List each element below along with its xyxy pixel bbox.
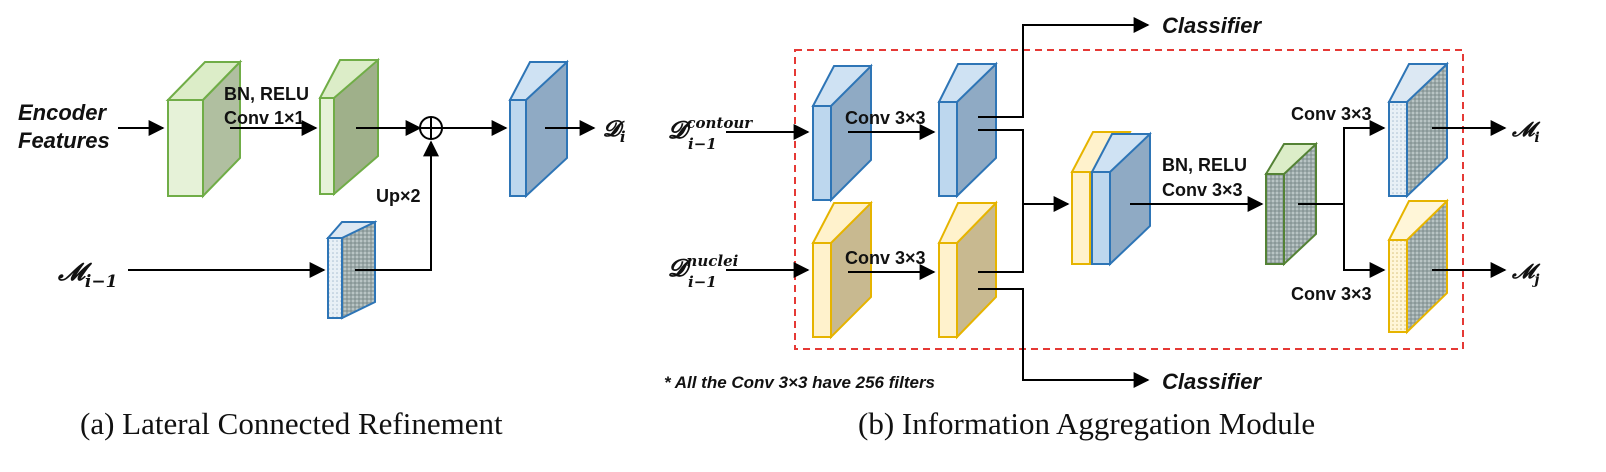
- conv3x3-top-label: Conv 3×3: [845, 108, 926, 128]
- contour-block-2: [937, 61, 998, 199]
- m-j-output-label: 𝓜j: [1511, 259, 1541, 288]
- split-top-arrow: [1343, 120, 1386, 204]
- right-conv3x3-top-label: Conv 3×3: [1291, 104, 1372, 124]
- classifier-bottom-label: Classifier: [1162, 369, 1262, 394]
- classifier-top-arrow: [978, 17, 1150, 118]
- d-i-output-label: 𝓓i: [603, 116, 626, 146]
- upx2-label: Up×2: [376, 186, 421, 206]
- caption-a: (a) Lateral Connected Refinement: [80, 406, 503, 441]
- module-dashed-box: [794, 49, 1464, 350]
- footnote: * All the Conv 3×3 have 256 filters: [664, 373, 935, 392]
- encoder-feature-block: [165, 59, 243, 199]
- upsample-arrow: [355, 140, 439, 271]
- nuclei-block-1: [811, 200, 873, 340]
- caption-b: (b) Information Aggregation Module: [858, 406, 1315, 441]
- right-conv3x3-bottom-label: Conv 3×3: [1291, 284, 1372, 304]
- conv1x1-label: Conv 1×1: [224, 108, 305, 128]
- panel-a: Encoder Features BN, RELU Conv 1×1: [18, 57, 626, 320]
- conv3x3-bottom-label: Conv 3×3: [845, 248, 926, 268]
- bn-relu-label: BN, RELU: [224, 84, 309, 104]
- split-bottom-arrow: [1343, 204, 1386, 278]
- middle-bn-relu-label: BN, RELU: [1162, 155, 1247, 175]
- middle-conv3x3-label: Conv 3×3: [1162, 180, 1243, 200]
- output-block-i: [1387, 61, 1449, 199]
- classifier-top-label: Classifier: [1162, 13, 1262, 38]
- classifier-bottom-arrow: [978, 288, 1150, 388]
- encoder-features-label-line1: Encoder: [18, 100, 107, 125]
- m-i-output-label: 𝓜i: [1511, 117, 1541, 146]
- concat-blue-block: [1090, 131, 1152, 267]
- output-block-j: [1387, 198, 1449, 335]
- nuclei-merge-line: [978, 204, 1024, 273]
- encoder-features-label-line2: Features: [18, 128, 110, 153]
- sum-icon: [419, 116, 443, 140]
- nuclei-block-2: [937, 200, 998, 340]
- contour-merge-line: [978, 129, 1024, 204]
- m-i-minus-1-label: 𝓜i−1: [57, 257, 117, 292]
